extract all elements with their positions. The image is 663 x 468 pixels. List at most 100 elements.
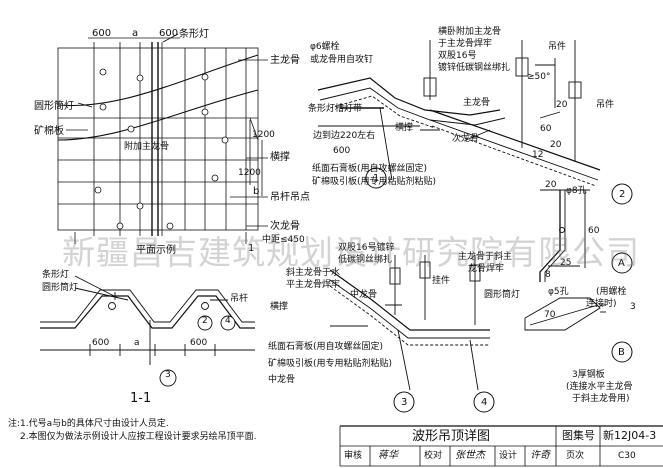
d1-secondary: 次龙骨 (452, 134, 480, 144)
d1-bolt: φ6螺栓 (310, 42, 340, 52)
sec-m2: 2 (202, 316, 208, 326)
d1-angle: ≥50° (527, 72, 551, 82)
tb-page-label: 页次 (566, 451, 585, 461)
note-1: 注:1.代号a与b的具体尺寸由设计人员定. (8, 419, 169, 429)
plan-label-round-light: 圆形筒灯 (34, 101, 74, 112)
plan-label-add-main-joist: 附加主龙骨 (124, 142, 170, 152)
tb-sig2: 张世杰 (455, 450, 485, 461)
sec-m4: 4 (225, 316, 231, 326)
dA-dim-3: 3 (630, 302, 636, 312)
plan-dim-a: a (132, 28, 139, 39)
d1-marker: 1 (373, 173, 380, 184)
d34-wire1: 双股16号镀锌 (338, 243, 395, 253)
d34-main1: 主龙骨于斜主 (458, 252, 513, 262)
d34-m3: 3 (401, 397, 408, 408)
d34-gypsum: 纸面石膏板(用自攻螺丝固定) (268, 342, 384, 352)
plan-label-hanger-point: 吊杆吊点 (270, 192, 310, 203)
tb-proof: 校对 (424, 451, 443, 461)
d34-round-light: 圆形筒灯 (484, 290, 521, 300)
plan-dim-1200-a: 1200 (252, 130, 275, 140)
note-2: 2.本图仅为做法示例设计人应按工程设计要求另绘吊顶平面. (20, 432, 257, 442)
section-circles (108, 302, 236, 387)
dA-dim-70: 70 (544, 310, 556, 320)
atlas-no: 新12J04-3 (603, 429, 657, 442)
atlas-label: 图集号 (562, 429, 595, 442)
dB-marker: B (618, 347, 625, 358)
detail1-marker (365, 167, 387, 189)
d1-dim-600: 600 (333, 146, 351, 156)
d34-m4: 4 (481, 397, 488, 408)
drawing-title: 波形吊顶详图 (412, 429, 491, 444)
dB-note2: 于斜主龙骨用) (572, 394, 630, 404)
d1-add-main-1: 横卧附加主龙骨 (438, 27, 502, 37)
d1-dim-12: 12 (532, 150, 544, 160)
d34-mid2: 中龙骨 (268, 375, 296, 385)
d34-mid: 中龙骨 (350, 290, 378, 300)
d1-add-main-4: 镀锌低碳钢丝绑扎 (438, 63, 511, 73)
plan-dim-1200-b: 1200 (238, 168, 261, 178)
d1-bolt-alt: 或龙骨用自攻钉 (310, 55, 374, 65)
d1-main-joist: 主龙骨 (463, 98, 491, 108)
d2-dim-8: 8 (545, 270, 551, 280)
plan-title: 平面示例 (136, 245, 176, 256)
sec-strip-light: 条形灯 (42, 270, 70, 280)
d1-hanger: 吊件 (548, 42, 567, 52)
detail4-marker (473, 391, 495, 413)
d1-mineral: 矿棉吸引板(用专用粘贴剂粘贴) (312, 177, 437, 187)
dA-marker: A (618, 258, 625, 269)
sec-m3: 3 (165, 370, 171, 380)
d2-hole: φ8孔 (566, 186, 587, 196)
detailB-marker (611, 341, 633, 363)
d1-gypsum: 纸面石膏板(用自攻螺丝固定) (312, 164, 428, 174)
d34-brace: 横撑 (270, 302, 289, 312)
plan-label-main-joist: 主龙骨 (270, 55, 300, 66)
d34-wire2: 低碳钢丝绑扎 (338, 255, 393, 265)
sec-dim-600b: 600 (190, 338, 208, 348)
dA-bolt2: 连接时) (586, 299, 617, 309)
d2-dim-60: 60 (588, 226, 600, 236)
plan-section-marker: 1 (248, 243, 255, 254)
d2-dim-20: 20 (545, 180, 557, 190)
detailA-marker (611, 252, 633, 274)
tb-page-no: C30 (618, 451, 636, 461)
d1-strip-groove: 条形灯槽灯带 (308, 104, 363, 114)
dB-steel: 3厚钢板 (572, 370, 605, 380)
plan-label-strip-light: 条形灯 (179, 29, 209, 40)
plan-dim-b: b (253, 186, 260, 197)
d1-dim-60: 60 (540, 124, 552, 134)
d1-brace: 横撑 (395, 123, 414, 133)
d1-hanger2: 吊件 (596, 100, 615, 110)
detail3-marker (393, 391, 415, 413)
plan-label-secondary-joist: 次龙骨 (270, 221, 300, 232)
dA-bolt: (用螺栓 (596, 287, 627, 297)
d34-main2: 龙骨焊牢 (468, 264, 505, 274)
watermark: 新疆昌吉建筑规划设计研究院有限公司 (62, 233, 640, 272)
detail2-marker (611, 183, 633, 205)
tb-design: 设计 (499, 451, 518, 461)
tb-sig1: 蒋华 (378, 450, 398, 461)
d1-add-main-2: 于主龙骨焊牢 (438, 39, 493, 49)
plan-lights (94, 68, 229, 230)
sec-round-light: 圆形筒灯 (42, 283, 79, 293)
sec-dim-600a: 600 (92, 338, 110, 348)
d34-slant1: 斜主龙骨于水 (286, 268, 341, 278)
plan-spacing-note: 中距≤450 (262, 235, 305, 245)
plan-label-mineral-board: 矿棉板 (34, 126, 64, 137)
d34-slant2: 平主龙骨焊牢 (286, 280, 341, 290)
tb-sig3: 许奇 (530, 450, 550, 461)
sec-dim-a: a (134, 338, 140, 348)
d2-marker: 2 (619, 189, 626, 200)
sec-hanger-rod: 吊杆 (230, 294, 249, 304)
d1-add-main-3: 双股16号 (438, 51, 477, 61)
d34-hang: 挂件 (432, 276, 451, 286)
plan-dim-600-right: 600 (159, 28, 179, 39)
d1-dim-20b: 20 (550, 140, 562, 150)
d2-dim-25: 25 (560, 258, 572, 268)
d34-mineral: 矿棉吸引板(用专用粘贴剂粘贴) (268, 359, 393, 369)
plan-dim-600-left: 600 (92, 28, 112, 39)
dA-hole: φ5孔 (548, 287, 569, 297)
d1-edge-dim: 边到边220左右 (313, 131, 376, 141)
d1-dim-20: 20 (556, 100, 568, 110)
dB-note1: (连接水平主龙骨 (566, 382, 633, 392)
